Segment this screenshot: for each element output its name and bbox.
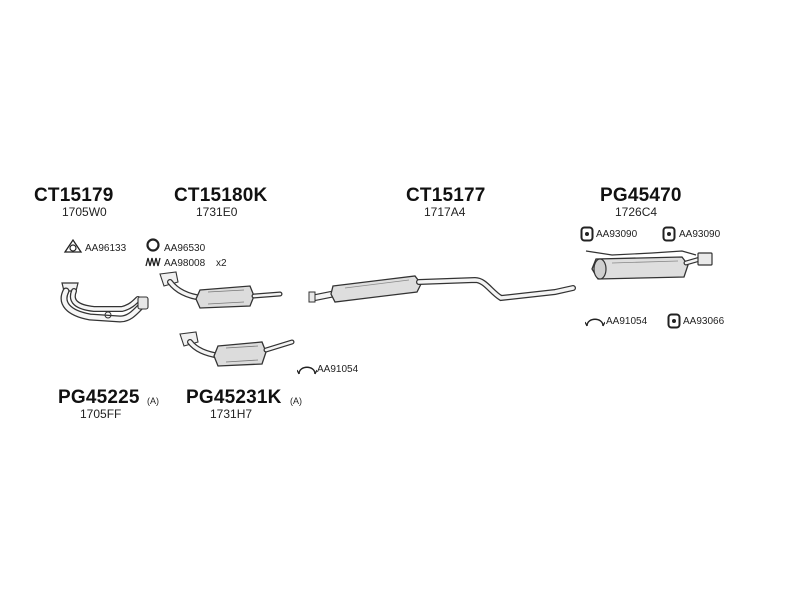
hw-label-aa96530: AA96530 (164, 243, 206, 254)
hw-label-aa91054-right: AA91054 (606, 316, 648, 327)
part-ref-1731h7: 1731H7 (210, 407, 253, 421)
seal-ring-icon (146, 238, 160, 252)
spring-icon (145, 257, 161, 267)
catalytic-converter-upper-drawing (159, 271, 283, 309)
part-code-pg45470: PG45470 (600, 185, 682, 206)
center-silencer-drawing (308, 275, 576, 303)
hw-label-aa93090-right: AA93090 (679, 229, 721, 240)
part-code-ct15177: CT15177 (406, 185, 486, 206)
catalytic-converter-lower-drawing (179, 331, 295, 367)
part-code-pg45231k: PG45231K (186, 387, 282, 408)
rubber-mount-icon (580, 226, 594, 242)
part-ref-1717a4: 1717A4 (424, 205, 466, 219)
gasket-icon (63, 238, 83, 253)
part-suffix-pg45225: (A) (147, 396, 159, 406)
clamp-icon (585, 318, 605, 327)
part-ref-1705ff: 1705FF (80, 407, 122, 421)
rubber-mount-icon (667, 313, 681, 329)
part-ref-1731e0: 1731E0 (196, 205, 238, 219)
hw-label-aa98008: AA98008 (164, 258, 206, 269)
part-ref-1726c4: 1726C4 (615, 205, 658, 219)
part-code-ct15179: CT15179 (34, 185, 114, 206)
hw-label-aa93090-left: AA93090 (596, 229, 638, 240)
rear-silencer-drawing (585, 250, 713, 280)
clamp-icon (297, 366, 317, 375)
rubber-mount-icon (662, 226, 676, 242)
hw-label-aa91054-center: AA91054 (317, 364, 359, 375)
part-code-pg45225: PG45225 (58, 387, 140, 408)
hw-label-aa93066: AA93066 (683, 316, 725, 327)
hw-label-aa98008-qty: x2 (216, 258, 227, 269)
part-suffix-pg45231k: (A) (290, 396, 302, 406)
hw-label-aa96133: AA96133 (85, 243, 127, 254)
part-ref-1705w0: 1705W0 (62, 205, 107, 219)
part-code-ct15180k: CT15180K (174, 185, 268, 206)
front-pipe-drawing (60, 282, 149, 323)
